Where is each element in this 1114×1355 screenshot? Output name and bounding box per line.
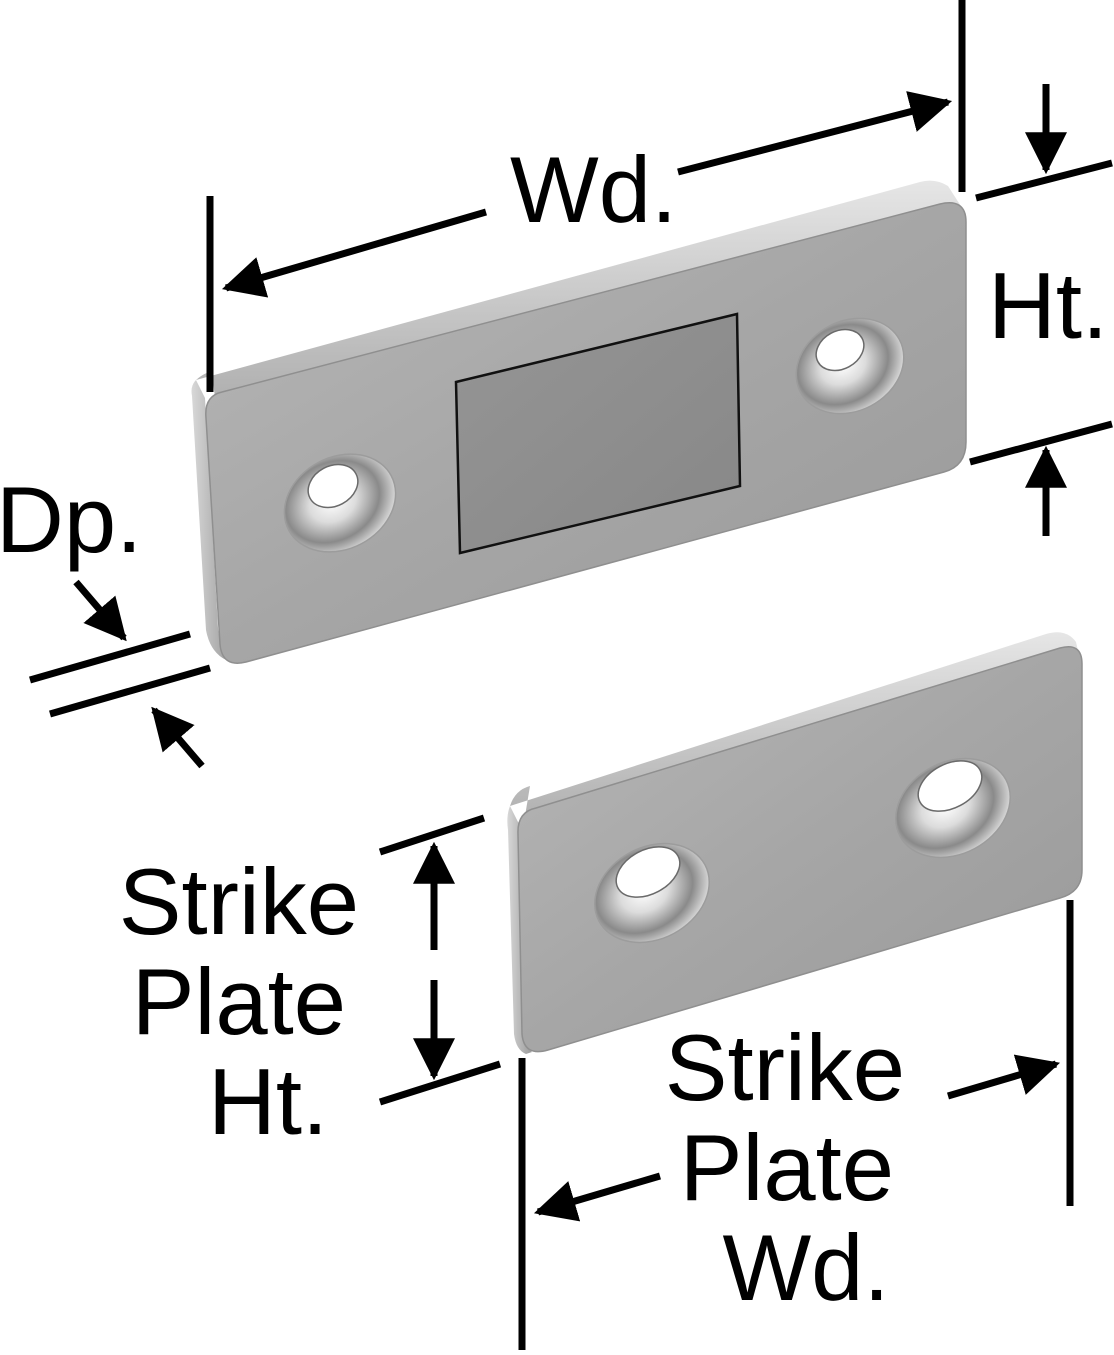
strike-plate-height-label-line-3: Ht. [208,1049,328,1154]
strike-plate-width-label: Strike Plate Wd. [665,1015,931,1320]
magnet-insert [454,312,742,555]
strike-plate-hole-left [594,842,710,944]
depth-arrow-bottom [151,706,205,769]
width-arrow-left [221,208,487,298]
strike-plate-height-label-line-2: Plate [132,949,346,1054]
catch-plate-hole-right [795,317,905,415]
strike-plate-width-label-line-3: Wd. [722,1215,889,1320]
strike-plate-height-dimension [378,814,502,1106]
strike-width-arrow-right [947,1054,1061,1100]
dimension-lines [29,0,1113,1350]
width-dimension [206,0,966,392]
height-dimension [969,84,1113,536]
strike-height-extension-top [378,814,486,856]
strike-height-extension-bottom [378,1060,502,1106]
strike-plate-height-label-line-1: Strike [119,849,359,954]
strike-plate-height-label: Strike Plate Ht. [119,849,385,1154]
width-label: Wd. [510,137,677,242]
catch-plate [191,180,967,664]
strike-plate-width-dimension [518,900,1074,1350]
strike-plate [507,632,1083,1054]
catch-plate-hole-left [283,453,397,553]
height-label: Ht. [988,253,1108,358]
strike-plate-width-label-line-2: Plate [680,1115,894,1220]
strike-plate-face [517,646,1083,1053]
depth-extension-top [29,630,191,684]
depth-dimension [29,579,211,769]
strike-plate-width-label-line-1: Strike [665,1015,905,1120]
catch-plate-top-edge [196,180,966,398]
height-extension-top [975,159,1113,202]
depth-arrow-top [73,579,127,642]
height-extension-bottom [969,420,1113,466]
depth-label: Dp. [0,467,142,572]
width-arrow-right [677,91,953,176]
strike-width-arrow-left [533,1172,661,1222]
depth-extension-bottom [49,664,211,718]
strike-plate-hole-right [895,757,1011,859]
dimension-labels: Wd. Ht. Dp. Strike Plate Ht. Strike Plat… [0,137,1108,1320]
